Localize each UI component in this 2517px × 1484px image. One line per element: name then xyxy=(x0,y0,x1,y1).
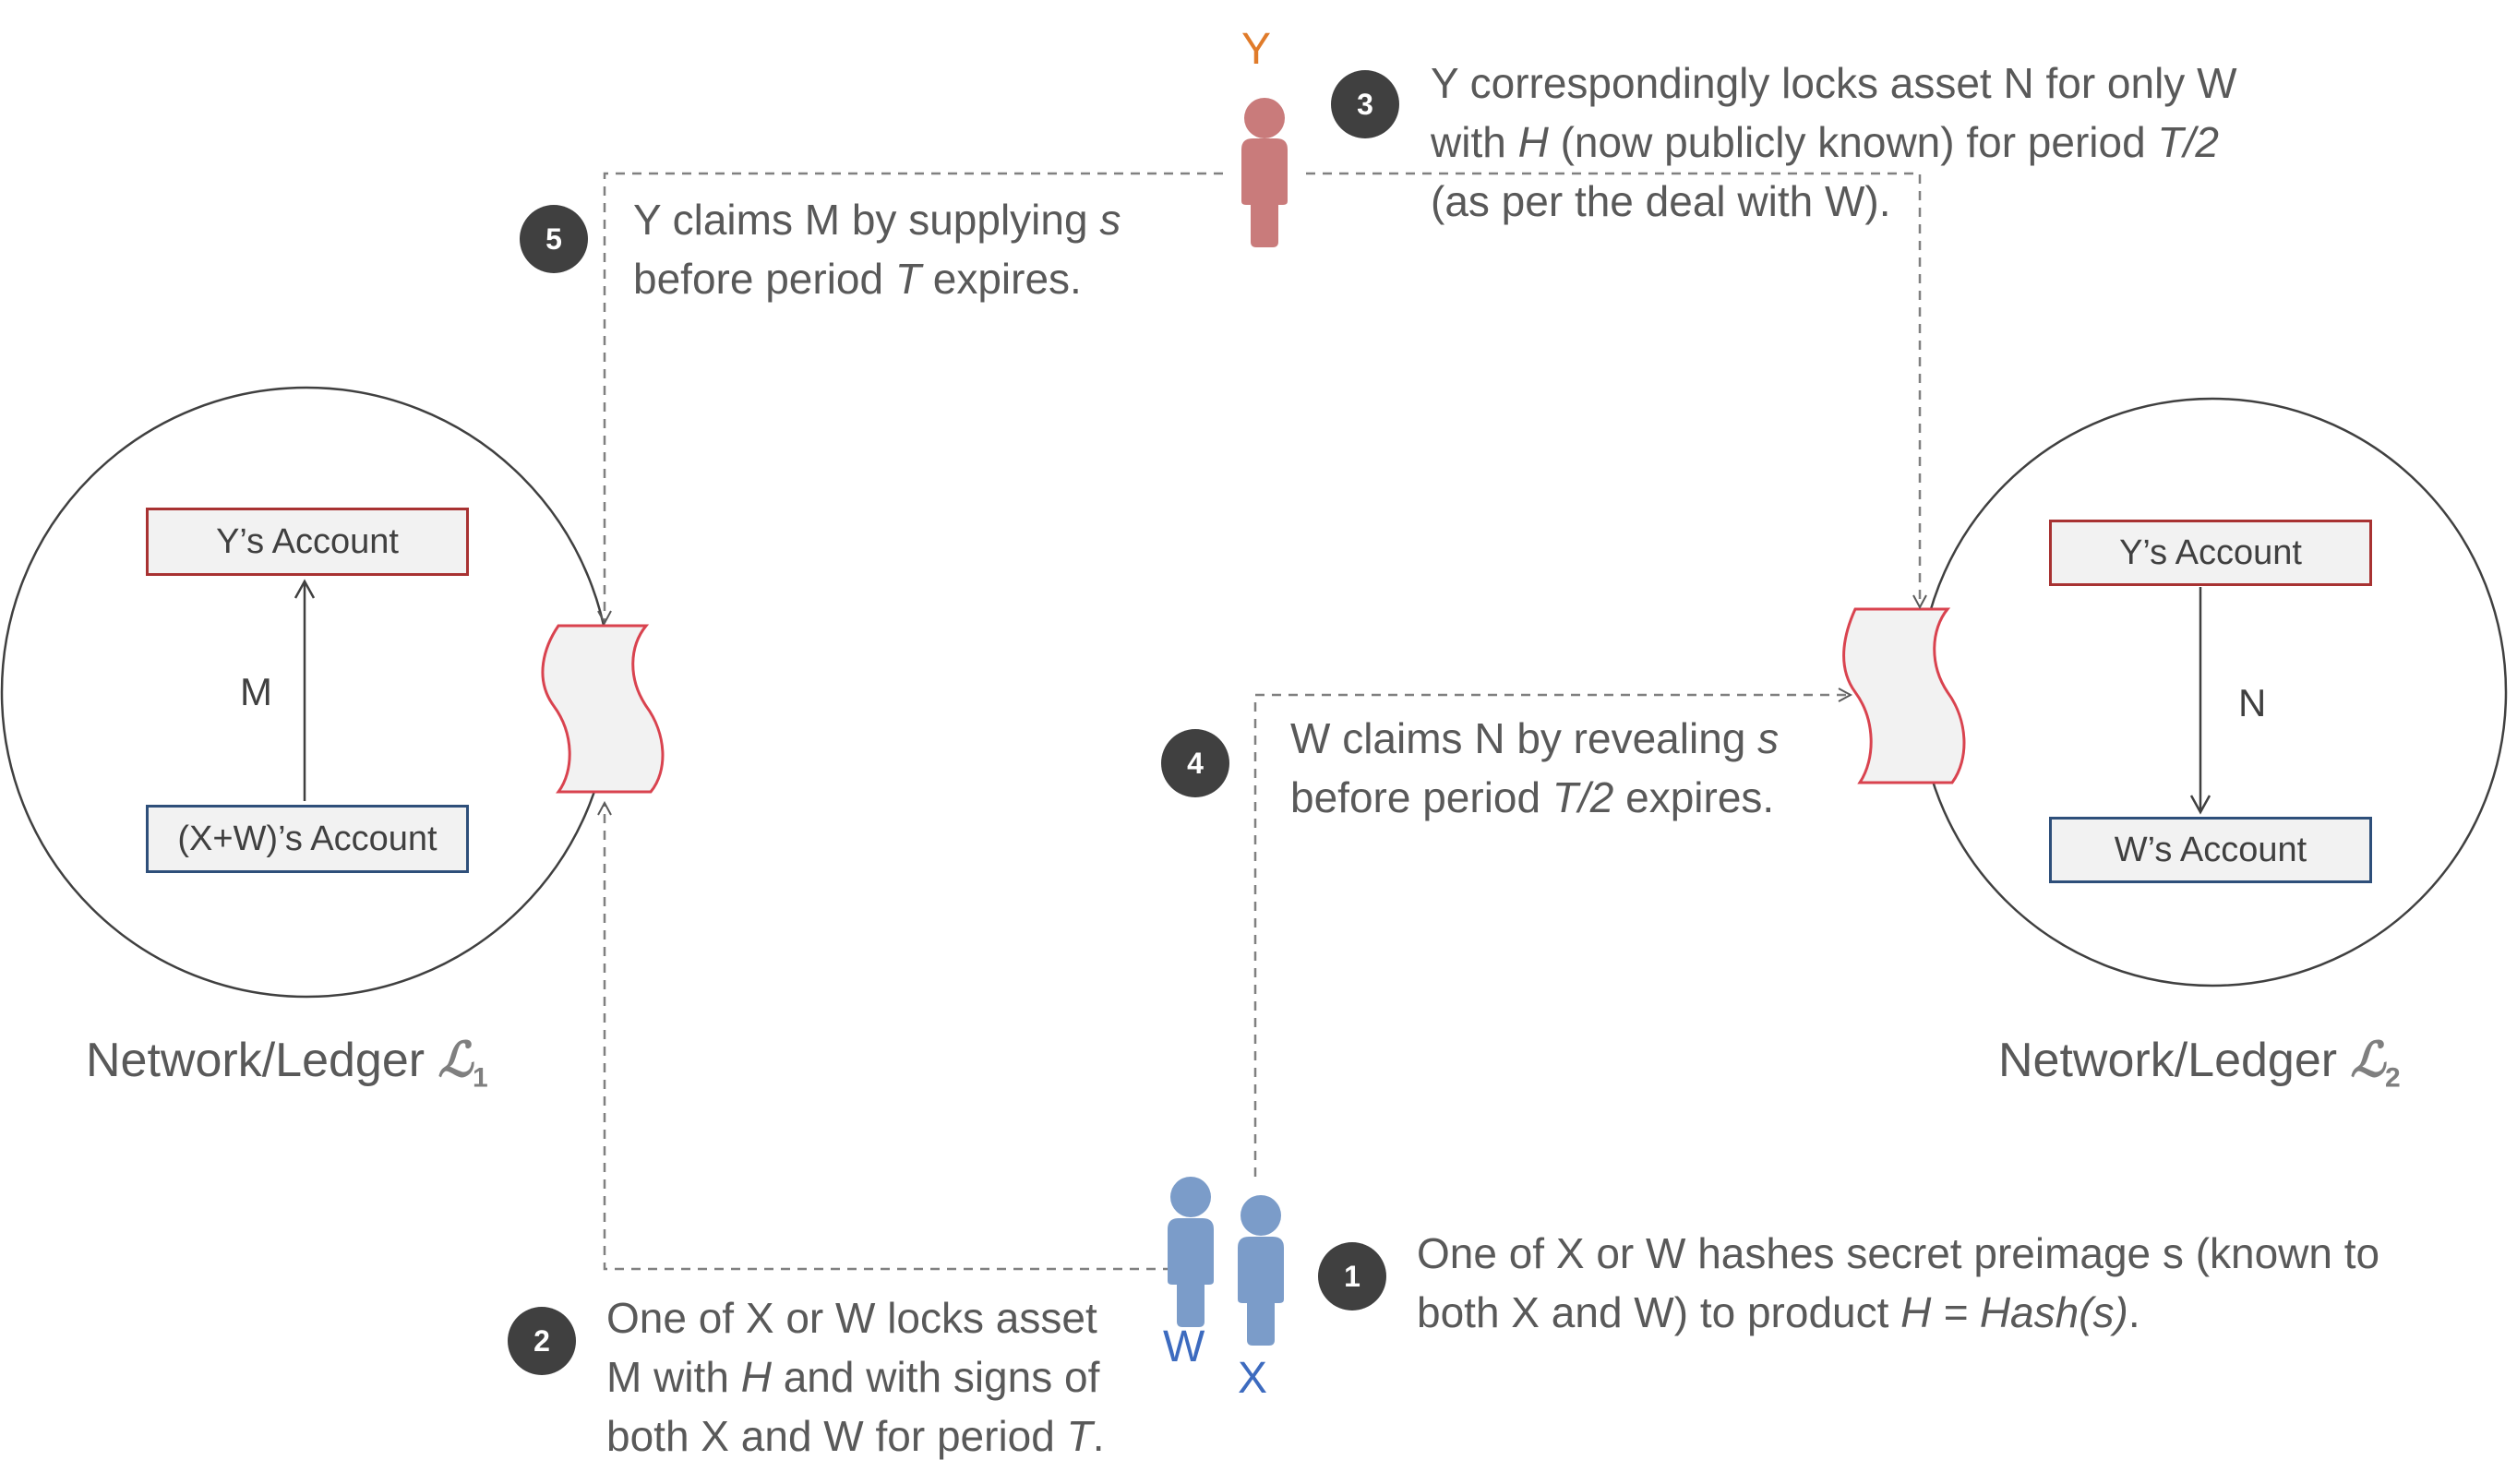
step-5-badge: 5 xyxy=(520,205,588,273)
step-1-badge: 1 xyxy=(1318,1242,1386,1310)
step-2-line-3: both X and W for period T. xyxy=(606,1412,1105,1460)
person-y-label: Y xyxy=(1241,25,1272,74)
contract-scroll-ledger1 xyxy=(541,624,665,794)
ledger1-subscript: 1 xyxy=(472,1062,488,1094)
flow-step3-y-to-ledger2 xyxy=(1306,172,1920,607)
step-2-line-2: M with H and with signs of xyxy=(606,1353,1100,1401)
step-3-line-3: (as per the deal with W). xyxy=(1431,177,1891,225)
ledger2-asset-n-label: N xyxy=(2238,681,2267,724)
step-3-badge: 3 xyxy=(1331,70,1399,138)
step-1-line-2: both X and W) to product H = Hash(s). xyxy=(1417,1288,2140,1336)
ledger2-circle xyxy=(1917,397,2508,987)
ledger1-xw-account-box: (X+W)’s Account xyxy=(146,805,469,873)
ledger1-symbol: ℒ xyxy=(437,1032,473,1088)
step-2-text: One of X or W locks asset M with H and w… xyxy=(606,1288,1105,1466)
ledger2-y-account-box: Y’s Account xyxy=(2049,520,2372,586)
step-3-line-1: Y correspondingly locks asset N for only… xyxy=(1431,59,2237,107)
ledger1-network-text: Network/Ledger xyxy=(86,1034,425,1087)
flow-step2-wx-to-ledger1 xyxy=(605,803,1172,1271)
ledger2-symbol: ℒ xyxy=(2350,1032,2385,1088)
ledger1-y-account-label: Y’s Account xyxy=(216,521,399,561)
person-w-icon xyxy=(1168,1177,1214,1327)
ledger2-y-account-label: Y’s Account xyxy=(2119,533,2302,572)
ledger2-network-label: Network/Ledger ℒ2 xyxy=(1998,1032,2401,1094)
ledger1-circle xyxy=(0,386,613,999)
flow-step5-y-to-ledger1 xyxy=(605,172,1223,623)
ledger1-xw-account-label: (X+W)’s Account xyxy=(177,819,437,858)
ledger2-w-account-box: W’s Account xyxy=(2049,817,2372,883)
step-3-line-2: with H (now publicly known) for period T… xyxy=(1431,118,2219,166)
person-y-icon xyxy=(1241,98,1288,247)
flow-step4-w-to-ledger2 xyxy=(1253,695,1851,1177)
step-4-line-2: before period T/2 expires. xyxy=(1290,773,1775,821)
step-1-line-1: One of X or W hashes secret preimage s (… xyxy=(1417,1229,2380,1277)
person-w-label: W xyxy=(1163,1322,1205,1371)
step-5-line-2: before period T expires. xyxy=(633,255,1082,303)
contract-scroll-ledger2 xyxy=(1842,607,1966,784)
ledger2-subscript: 2 xyxy=(2384,1062,2401,1094)
step-1-text: One of X or W hashes secret preimage s (… xyxy=(1417,1224,2379,1342)
step-2-badge: 2 xyxy=(508,1307,576,1375)
step-2-line-1: One of X or W locks asset xyxy=(606,1294,1097,1342)
ledger1-network-label: Network/Ledger ℒ1 xyxy=(86,1032,488,1094)
step-4-text: W claims N by revealing s before period … xyxy=(1290,709,1779,827)
step-4-badge: 4 xyxy=(1161,729,1229,797)
person-x-icon xyxy=(1238,1195,1284,1346)
step-5-text: Y claims M by supplying s before period … xyxy=(633,190,1121,308)
step-4-line-1: W claims N by revealing s xyxy=(1290,714,1780,762)
ledger1-asset-m-label: M xyxy=(240,670,272,713)
ledger1-y-account-box: Y’s Account xyxy=(146,508,469,576)
step-3-text: Y correspondingly locks asset N for only… xyxy=(1431,54,2237,231)
step-5-line-1: Y claims M by supplying s xyxy=(633,196,1121,244)
ledger2-w-account-label: W’s Account xyxy=(2114,830,2307,869)
person-x-label: X xyxy=(1238,1354,1268,1403)
ledger2-network-text: Network/Ledger xyxy=(1998,1034,2338,1087)
